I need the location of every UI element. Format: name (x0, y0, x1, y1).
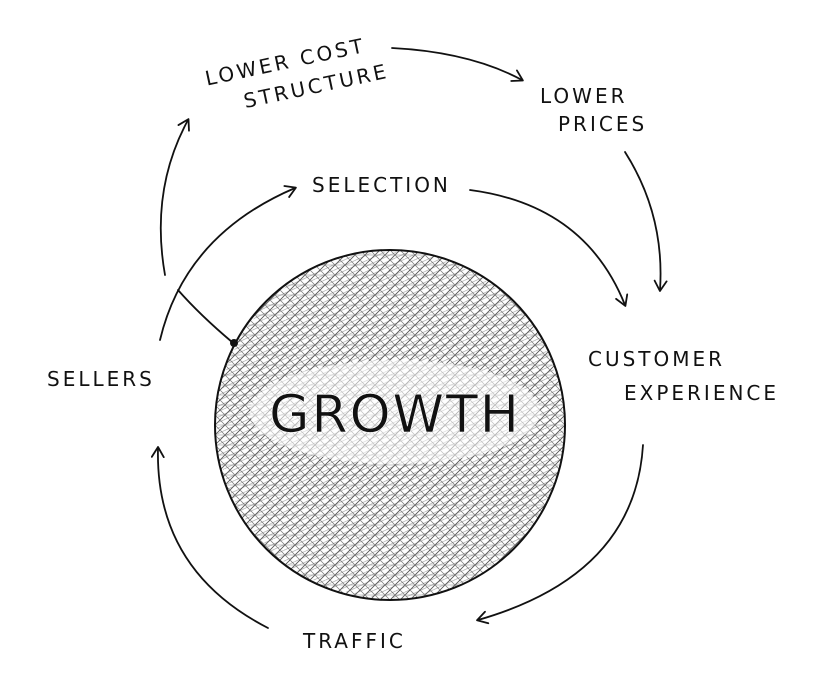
node-sellers: SELLERS (47, 367, 155, 391)
node-selection: SELECTION (312, 173, 451, 197)
sellers-connector-line (177, 289, 233, 343)
node-customer-experience: CUSTOMER EXPERIENCE (588, 347, 779, 405)
connector-dot (230, 339, 238, 347)
arrow-sellers-to-selection (159, 185, 297, 341)
growth-hub: GROWTH (214, 249, 566, 601)
growth-label: GROWTH (269, 385, 521, 445)
customer-experience-line-2: EXPERIENCE (624, 381, 779, 405)
arrow-sellers-to-lower-cost (159, 118, 190, 276)
lower-prices-line-1: LOWER (540, 84, 627, 108)
customer-experience-line-1: CUSTOMER (588, 347, 725, 371)
node-lower-prices: LOWER PRICES (540, 84, 647, 136)
lower-prices-line-2: PRICES (558, 112, 647, 136)
arrow-lower-cost-to-lower-prices (391, 47, 524, 82)
growth-label-highlight (250, 360, 540, 464)
arrow-selection-to-customer-experience (469, 189, 629, 307)
arrow-lower-prices-to-customer-experience (624, 151, 668, 292)
node-traffic: TRAFFIC (302, 629, 406, 653)
arrow-traffic-to-sellers (150, 446, 269, 629)
node-lower-cost-structure: LOWER COST STRUCTURE (203, 33, 391, 113)
arrow-customer-experience-to-traffic (476, 444, 644, 625)
